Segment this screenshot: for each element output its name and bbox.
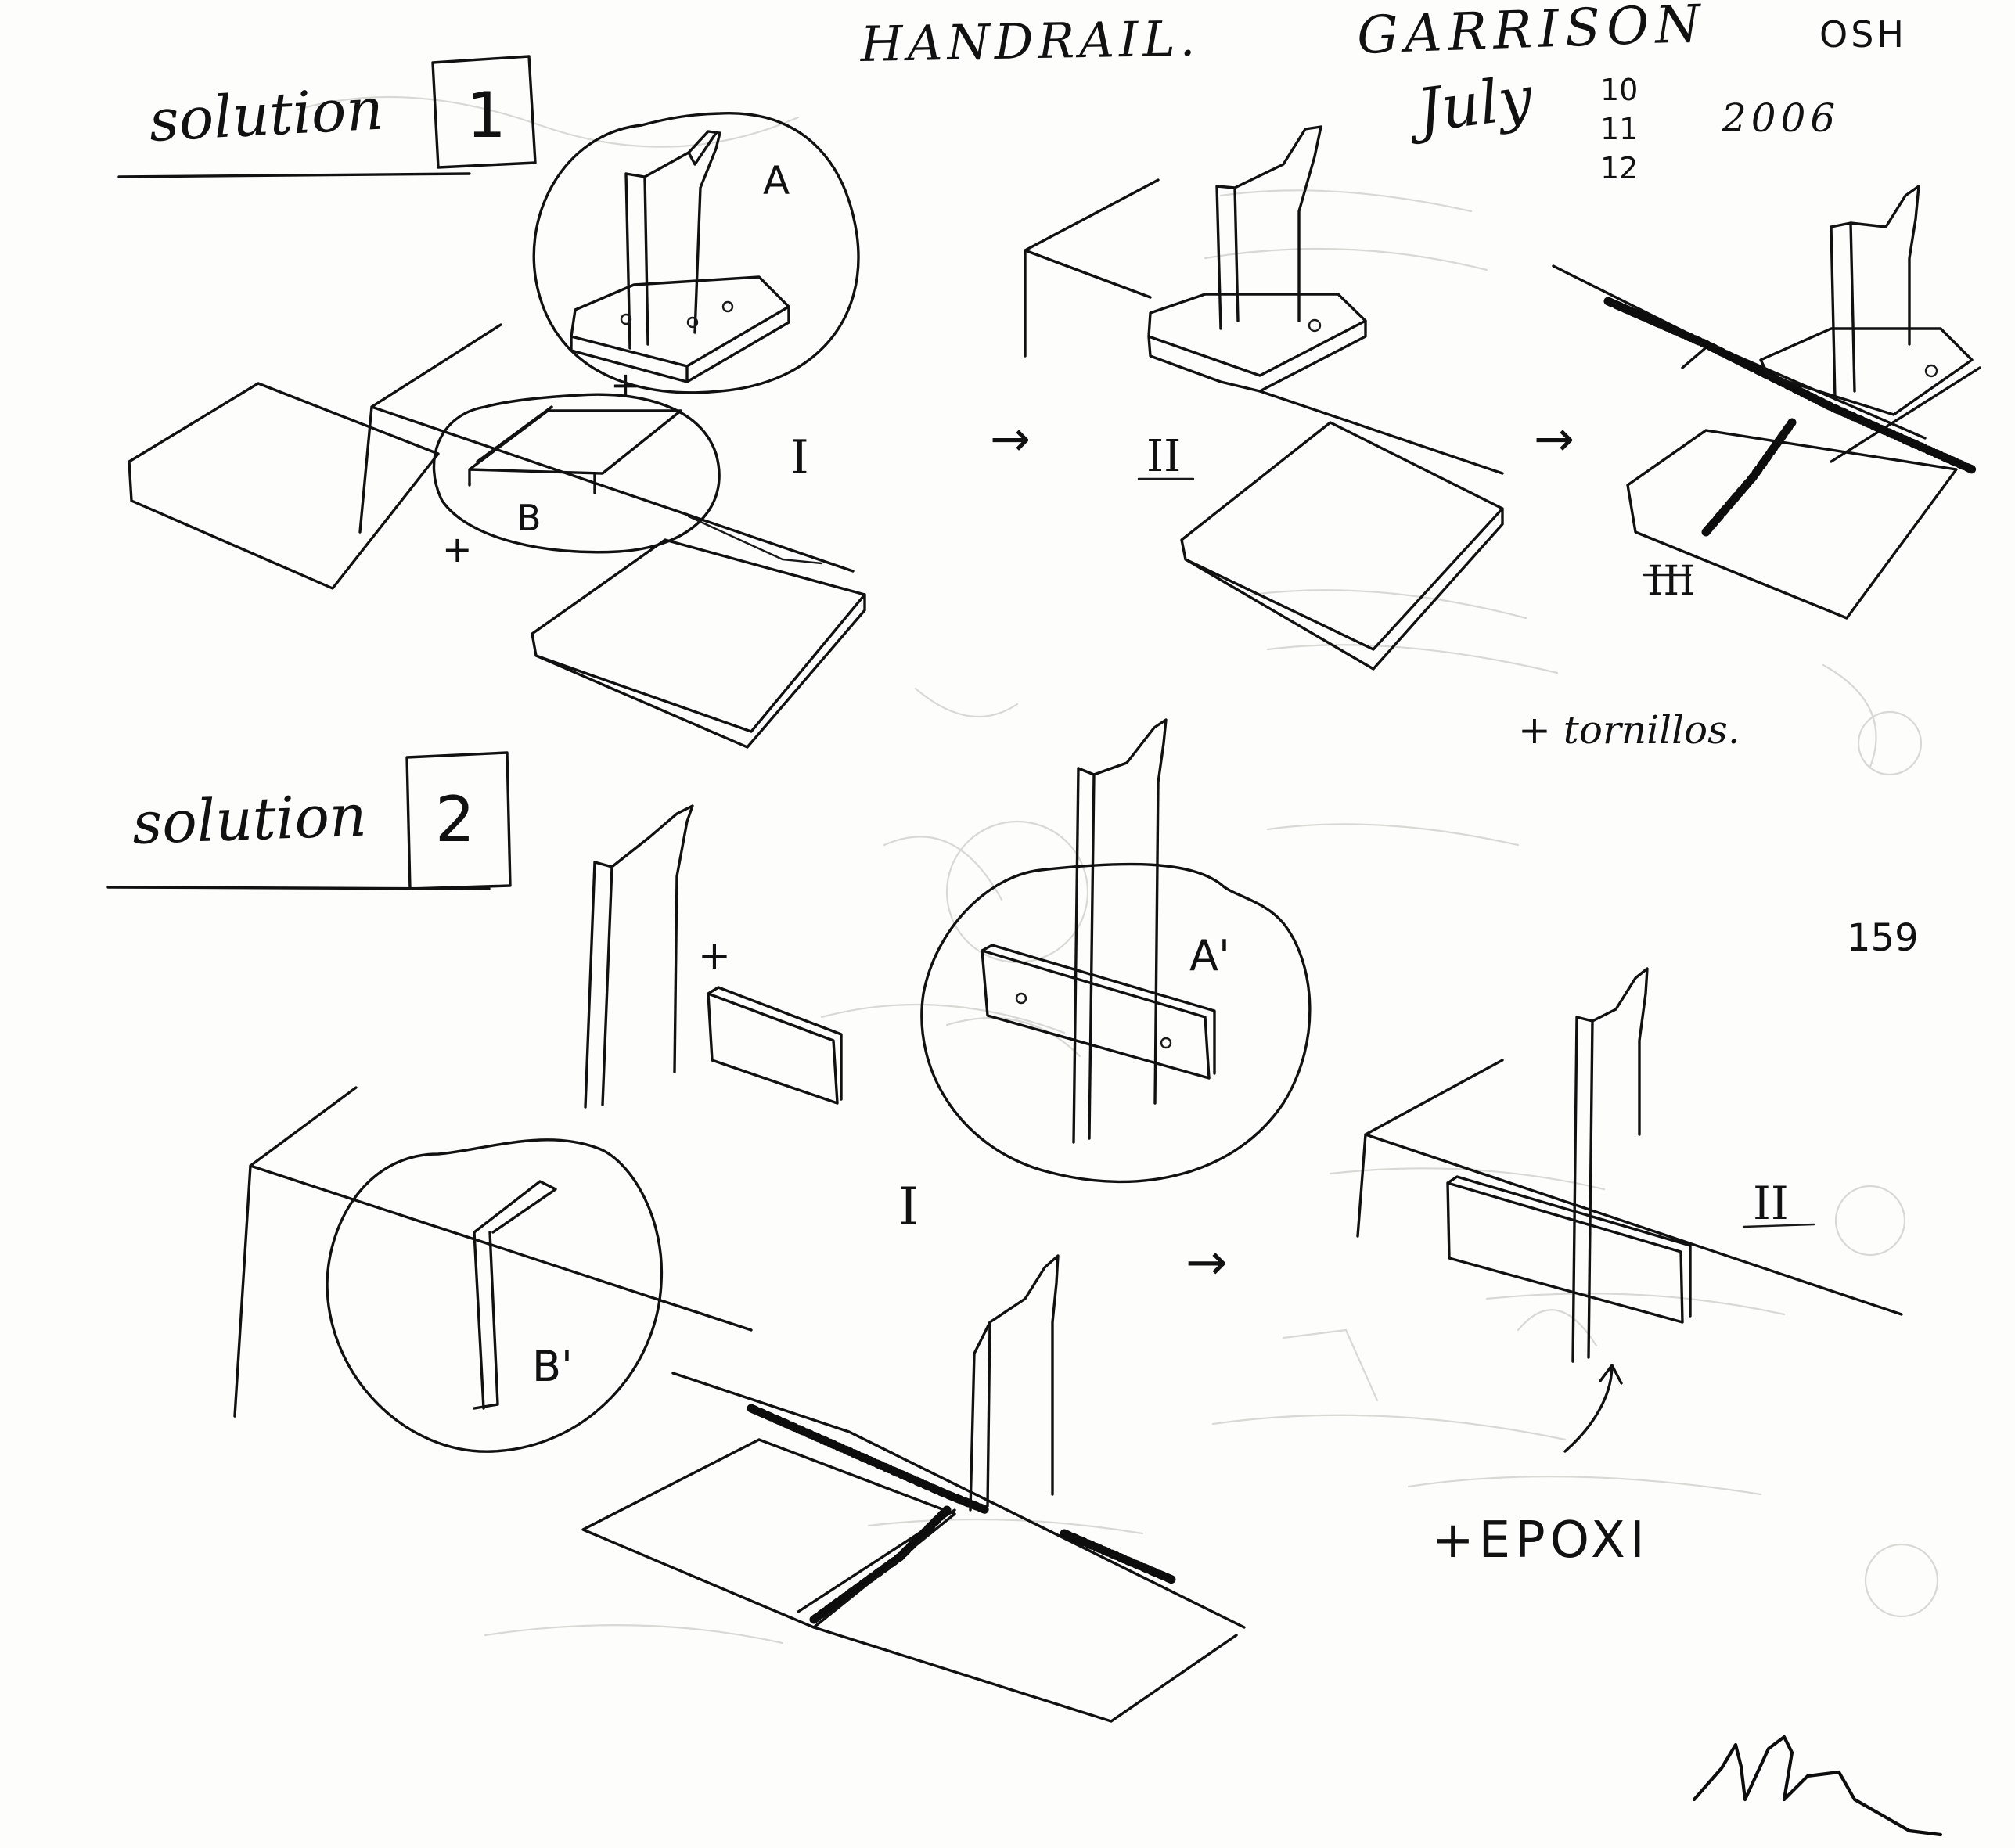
header-date-day-1: 10 <box>1600 73 1638 107</box>
detail-b-prime-circle <box>326 1138 664 1453</box>
solution-2-arrow: → <box>1186 1234 1228 1292</box>
sheet-header: HANDRAIL. GARRISON OSH July 10 11 12 200… <box>859 0 1907 185</box>
solution-1-label: solution <box>147 75 385 155</box>
solution-1-note: + tornillos. <box>1518 707 1740 753</box>
step-ii-lower-edge <box>1258 390 1504 475</box>
solution-1-plus-1: + <box>610 364 641 406</box>
detail-b-prime-block <box>233 1086 753 1418</box>
step-iii-slab <box>1626 429 1958 620</box>
step-i-upper-edge <box>358 323 855 573</box>
detail-a-post <box>624 130 721 350</box>
detail-a-prime-label: A' <box>1189 931 1230 980</box>
step-ii-base-plate <box>1147 293 1367 393</box>
solution-1-arrow-2: → <box>1534 410 1574 467</box>
header-code: OSH <box>1819 13 1907 56</box>
solution-1-step-iii-drawing: III + tornillos. <box>1518 185 1981 753</box>
solution-2-plus: + <box>698 933 731 978</box>
solution-2-detail-a-prime: A' <box>920 718 1312 1184</box>
solution-2-step-i-drawing: I <box>581 1177 1246 1723</box>
step-i-slab-right <box>531 538 866 749</box>
solution-1-heading: solution 1 <box>117 55 537 178</box>
detail-a-prime-circle <box>920 862 1312 1184</box>
detail-a-prime-bolt-1 <box>1015 992 1027 1005</box>
detail-b-recess <box>468 405 682 494</box>
signature <box>1692 1735 1943 1837</box>
detail-b-circle <box>432 393 721 554</box>
sol2-step-ii-bar <box>1446 1175 1692 1324</box>
solution-2-step-ii-drawing: II +EPOXI <box>1356 967 1903 1569</box>
solution-1-detail-a: A <box>532 112 860 394</box>
sol2-step-i-slab <box>581 1438 1238 1723</box>
header-date-day-3: 12 <box>1600 151 1638 185</box>
solution-1-step-3: III <box>1647 558 1696 605</box>
solution-2-note: +EPOXI <box>1432 1512 1650 1569</box>
step-ii-bolt <box>1308 318 1322 333</box>
solution-1-arrow-1: → <box>990 410 1031 467</box>
solution-1-step-1: I <box>790 430 809 485</box>
solution-2-heading: solution 2 <box>106 751 512 890</box>
solution-2-step-1: I <box>898 1177 919 1237</box>
sol2-step-i-post <box>969 1254 1060 1512</box>
detail-a-prime-bolt-2 <box>1160 1037 1172 1049</box>
solution-2-label: solution <box>131 782 368 857</box>
solution-1-step-2: II <box>1146 431 1181 482</box>
header-date-month: July <box>1403 63 1536 147</box>
step-iii-post <box>1830 185 1920 401</box>
loose-post <box>584 804 694 1109</box>
solution-2-detail-b-prime: B' <box>233 1086 753 1453</box>
epoxi-leader <box>1563 1364 1623 1453</box>
solution-2-loose-parts: + <box>584 804 843 1109</box>
detail-a-bolt-3 <box>620 313 632 325</box>
sol2-step-i-weld-front <box>809 1505 952 1624</box>
step-ii-slab <box>1180 421 1504 671</box>
header-date-year: 2006 <box>1721 95 1840 141</box>
solution-2-number: 2 <box>435 783 475 856</box>
solution-1-underline <box>117 172 471 178</box>
page-number: 159 <box>1847 916 1919 960</box>
detail-b-label: B <box>516 497 542 539</box>
detail-b-prime-slot <box>473 1180 557 1410</box>
detail-a-circle <box>532 112 860 394</box>
step-iii-plate <box>1759 327 1974 416</box>
detail-a-base-plate <box>570 275 790 383</box>
solution-1-number-box <box>431 55 537 169</box>
sol2-step-ii-block <box>1356 1059 1903 1316</box>
bleed-through-marks <box>296 95 1939 1645</box>
detail-a-prime-bar <box>981 944 1216 1080</box>
detail-b-prime-label: B' <box>532 1342 573 1391</box>
solution-1-number: 1 <box>466 79 506 152</box>
detail-a-bolt-1 <box>686 316 699 329</box>
step-iii-bolt <box>1924 364 1938 378</box>
solution-2-underline <box>106 886 491 890</box>
sol2-step-ii-label-rule <box>1742 1223 1815 1228</box>
sol2-step-i-weld <box>747 1404 1178 1585</box>
step-iii-edges <box>1552 264 1981 463</box>
solution-2-number-box <box>405 751 512 890</box>
solution-1-detail-b: B <box>432 393 721 554</box>
header-project: GARRISON <box>1356 0 1707 66</box>
detail-a-label: A <box>763 158 790 203</box>
header-date-day-2: 11 <box>1600 112 1638 146</box>
step-i-edge-line <box>687 515 823 565</box>
header-title: HANDRAIL. <box>859 9 1200 73</box>
solution-1-plus-2: + <box>442 528 473 570</box>
step-ii-post <box>1215 125 1322 330</box>
step-i-slab-left <box>128 382 440 590</box>
loose-bar <box>707 986 843 1105</box>
detail-a-post-cut <box>687 131 718 166</box>
solution-2-step-2: II <box>1753 1177 1789 1230</box>
solution-1-step-i-drawing: I → <box>128 323 1031 749</box>
detail-a-bolt-2 <box>721 300 734 313</box>
step-iii-weld-front <box>1701 418 1797 537</box>
solution-1-step-ii-drawing: II → <box>1024 125 1574 671</box>
sol2-step-ii-post <box>1571 967 1649 1363</box>
detail-a-prime-post <box>1072 718 1168 1144</box>
step-ii-block <box>1024 178 1160 358</box>
